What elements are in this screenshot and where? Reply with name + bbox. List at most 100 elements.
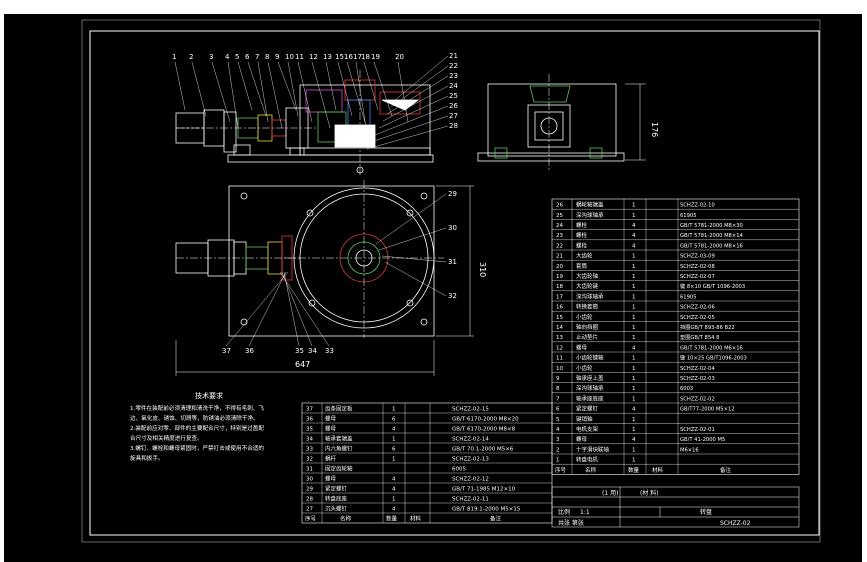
bom-cell: 1 <box>392 437 396 443</box>
balloon-27: 27 <box>449 112 458 120</box>
leader-line <box>382 85 449 122</box>
balloon-8: 8 <box>265 53 269 61</box>
balloon-36: 36 <box>245 347 254 355</box>
bom-cell: 1 <box>392 497 396 503</box>
leader-line <box>247 61 267 117</box>
balloon-13: 13 <box>323 53 332 61</box>
balloon-18: 18 <box>361 53 370 61</box>
bom-cell: 8 <box>556 386 560 392</box>
bom-cell: 1 <box>632 356 636 362</box>
bom-cell: 套筒 <box>576 262 588 270</box>
bom-cell: 18 <box>556 284 563 290</box>
balloon-16: 16 <box>344 53 353 61</box>
drawing-number: SCHZZ-02 <box>720 520 751 527</box>
bom-cell: 轴承座底座 <box>576 394 604 402</box>
balloon-5: 5 <box>235 53 239 61</box>
bom-cell: SCHZZ-02-10 <box>680 203 715 209</box>
bom-cell: 1 <box>632 427 636 433</box>
bom-cell: 4 <box>392 477 396 483</box>
balloon-22: 22 <box>449 62 458 70</box>
bom-cell: 9 <box>556 376 560 382</box>
side-housing <box>487 83 617 157</box>
leader-line <box>325 61 337 111</box>
leader-line <box>363 61 379 111</box>
bom-cell: GB/T 5781-2000 M6×16 <box>680 345 743 351</box>
bom-cell: SCHZZ-02-01 <box>680 427 715 433</box>
leader-line <box>248 271 287 347</box>
bom-cell: 挡圈GB/T 893-86 B22 <box>680 323 735 331</box>
balloon-9: 9 <box>275 53 279 61</box>
bom-cell: 1 <box>632 335 636 341</box>
bom-cell: 键 8×10 GB/T 1096-2003 <box>680 282 745 290</box>
bom-cell: SCHZZ-02-05 <box>680 315 715 321</box>
bom-header: 数量 <box>386 515 398 523</box>
plan-view <box>175 180 474 376</box>
balloon-26: 26 <box>449 102 458 110</box>
bom-cell: 螺母 <box>325 425 337 433</box>
bom-cell: 1 <box>556 458 560 464</box>
bom-header: 数量 <box>628 466 640 474</box>
bom-cell: 1 <box>632 458 636 464</box>
bom-cell: 1 <box>632 386 636 392</box>
part-name: 转盘 <box>700 508 712 516</box>
bom-cell: 内六角螺钉 <box>325 445 353 453</box>
tech-req-line: 合尺寸及相关精度进行复查。 <box>130 434 203 442</box>
leader-line <box>381 255 447 263</box>
balloon-37: 37 <box>222 347 231 355</box>
bom-cell: 32 <box>306 457 313 463</box>
bom-cell: 转盘电机 <box>576 456 599 464</box>
dim-depth: 310 <box>478 262 487 277</box>
bom-cell: GB/T 6170-2000 M8×8 <box>452 427 516 433</box>
balloon-29: 29 <box>448 190 457 198</box>
bom-cell: 6 <box>392 447 396 453</box>
balloon-11: 11 <box>295 53 304 61</box>
bom-cell: 33 <box>306 447 313 453</box>
bom-cell: 21 <box>556 254 563 260</box>
bom-cell: 4 <box>632 223 636 229</box>
bom-cell: SCHZZ-02-12 <box>452 477 489 483</box>
bom-cell: GB/T 70.1-2000 M5×6 <box>452 447 514 453</box>
leader-line <box>374 105 449 136</box>
bom-cell: GB/T 819.1-2000 M5×15 <box>452 507 521 513</box>
bom-header: 材料 <box>410 515 422 523</box>
leader-line <box>297 61 313 123</box>
leader-line <box>257 61 269 123</box>
bom-cell: 齿条固定板 <box>325 405 353 413</box>
bom-cell: 35 <box>306 427 313 433</box>
bom-cell: SCHZZ-02-13 <box>452 457 489 463</box>
bom-cell: 1 <box>632 284 636 290</box>
bom-cell: 19 <box>556 274 563 280</box>
bom-cell: 6005 <box>452 467 466 473</box>
motor-bracket <box>223 111 237 153</box>
tech-req-line: 3.螺钉、螺栓和螺母紧固时，严禁打击或使用不合适的 <box>130 444 264 452</box>
balloon-20: 20 <box>395 53 404 61</box>
bom-header: 名称 <box>340 515 352 523</box>
bom-cell: 6 <box>556 407 560 413</box>
bom-cell: 61905 <box>680 213 697 219</box>
bom-cell: 十字滑块联轴 <box>576 445 610 453</box>
bom-cell: 大齿轮轴 <box>576 272 599 280</box>
tech-req-title: 技术要求 <box>195 391 223 400</box>
leader-line <box>337 61 353 117</box>
bom-cell: SCHZZ-02-04 <box>680 366 715 372</box>
bom-cell: SCHZZ-02-06 <box>680 305 715 311</box>
leader-line <box>346 61 366 123</box>
balloon-1: 1 <box>172 53 176 61</box>
outer-frame <box>81 19 821 543</box>
bom-cell: 4 <box>632 407 636 413</box>
scale-label: 比例 <box>558 508 570 516</box>
bom-cell: 6 <box>392 417 396 423</box>
bom-cell: 深沟球轴承 <box>576 211 604 219</box>
bom-cell: 23 <box>556 233 563 239</box>
bom-cell: 30 <box>306 477 313 483</box>
bom-cell: 螺母 <box>576 343 588 351</box>
bom-cell: 20 <box>556 264 563 270</box>
bom-cell: 1 <box>632 274 636 280</box>
bom-cell: 蜗杆 <box>325 455 337 463</box>
sheet-count: 共张 第张 <box>558 519 584 527</box>
